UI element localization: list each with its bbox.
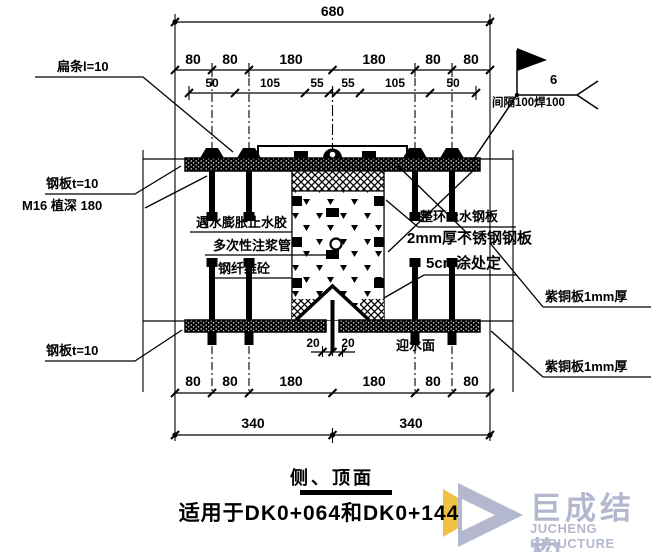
dim-label: 340: [399, 415, 423, 431]
callout-swelling-sealant: 遇水膨胀止水胶: [196, 215, 288, 230]
weld-size-label: 6: [550, 72, 558, 87]
callout-steel-plate-top: 钢板t=10: [46, 176, 99, 191]
dim-label: 180: [279, 373, 303, 389]
logo-chinese-name: 巨成结构: [530, 491, 635, 552]
dim-label: 180: [362, 51, 386, 67]
dim-label: 80: [185, 51, 201, 67]
callout-ring-waterstop: 整环止水钢板: [420, 209, 499, 224]
callout-water-facing-side: 迎水面: [396, 338, 436, 353]
leader-lines: [35, 76, 651, 378]
dim-label: 80: [463, 51, 479, 67]
callout-copper-plate-lower: 紫铜板1mm厚: [545, 359, 628, 374]
dim-label: 80: [185, 373, 201, 389]
weld-note-label: 间隔100焊100: [492, 97, 565, 109]
dim-label: 80: [425, 373, 441, 389]
callout-flat-bar: 扁条l=10: [57, 59, 109, 74]
callout-anchor-bolt: M16 植深 180: [22, 198, 103, 213]
top-steel-plate: [143, 145, 513, 172]
application-title: 适用于DK0+064和DK0+144: [178, 502, 460, 525]
callout-stainless-plate: 2mm厚不锈钢钢板: [407, 230, 533, 247]
view-title: 侧、顶面: [290, 468, 374, 488]
dim-label: 20: [306, 336, 320, 350]
dim-total-680: 680: [320, 3, 345, 19]
dim-label: 105: [259, 76, 281, 90]
dim-label: 55: [341, 76, 355, 90]
logo-english-name: JUCHENG STRUCTURE: [530, 521, 615, 551]
dim-label: 50: [446, 76, 460, 90]
callout-copper-plate-upper: 紫铜板1mm厚: [545, 289, 628, 304]
dim-label: 340: [241, 415, 265, 431]
weld-flag-icon: [517, 48, 547, 71]
dim-label: 20: [341, 336, 355, 350]
dim-label: 180: [279, 51, 303, 67]
anchor-bolts: [206, 171, 458, 345]
dim-label: 80: [222, 373, 238, 389]
bottom-steel-plate: [143, 319, 513, 333]
callout-5cm-groove: 5cm涂处定: [426, 255, 502, 272]
dim-label: 80: [425, 51, 441, 67]
callout-steel-plate-bottom: 钢板t=10: [46, 343, 99, 358]
dim-label: 105: [384, 76, 406, 90]
dim-label: 80: [222, 51, 238, 67]
dim-label: 80: [463, 373, 479, 389]
dim-label: 55: [310, 76, 324, 90]
logo-mark-icon: [443, 483, 523, 547]
callout-grouting-pipe: 多次性注浆管: [213, 238, 292, 253]
callout-steel-fiber-concrete: 钢纤维砼: [218, 261, 271, 276]
weld-symbol: [470, 48, 599, 164]
dim-label: 50: [205, 76, 219, 90]
dimension-ticks: [170, 17, 495, 440]
title-underline: [300, 490, 392, 495]
dim-label: 180: [362, 373, 386, 389]
grout-pipe-section: [329, 237, 343, 251]
